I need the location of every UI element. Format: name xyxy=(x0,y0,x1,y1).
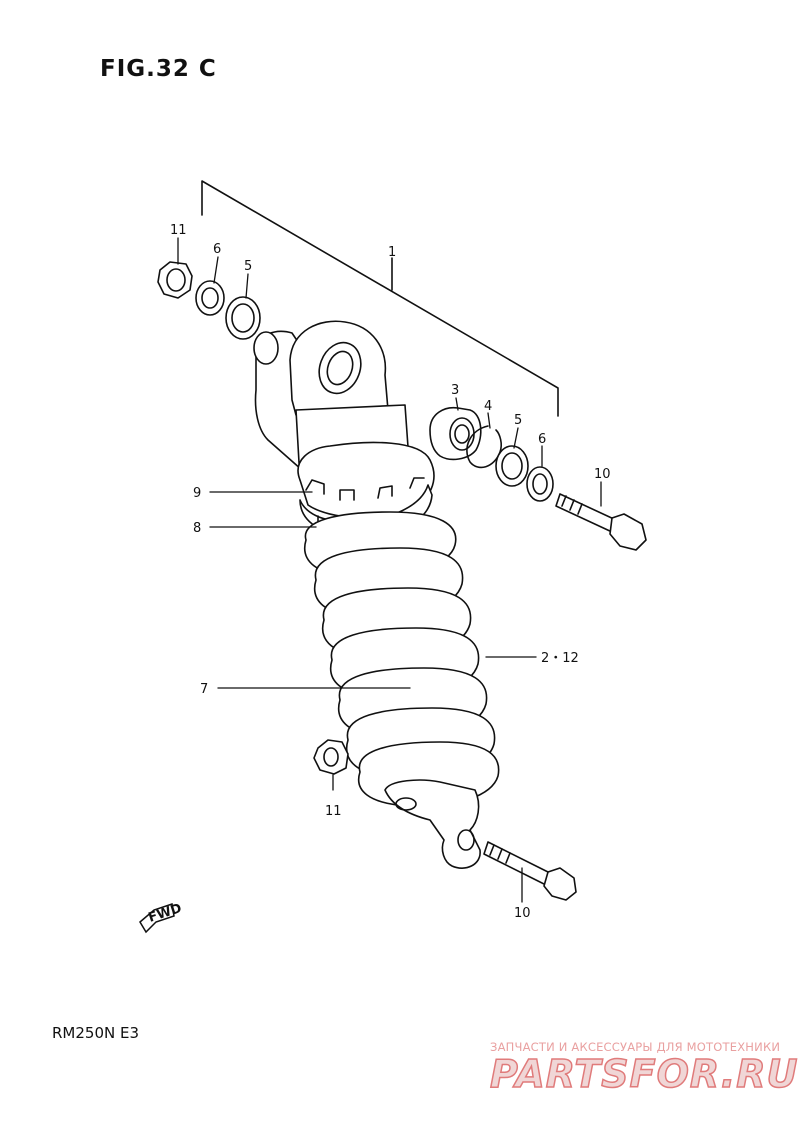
leader-lines xyxy=(177,237,602,903)
callout-9: 9 xyxy=(193,486,201,501)
part-4-circlip xyxy=(466,425,503,469)
fwd-label: FWD xyxy=(147,901,184,926)
callout-6-upper: 6 xyxy=(213,242,221,257)
callout-11-lower: 11 xyxy=(325,804,342,819)
part-11-upper-nut xyxy=(157,261,193,299)
figure-title: FIG.32 C xyxy=(100,56,217,82)
part-6-lower-washer xyxy=(526,466,554,502)
model-code: RM250N E3 xyxy=(52,1024,140,1042)
part-10-lower-bolt xyxy=(483,841,553,887)
watermark-logo: PARTSFOR.RU xyxy=(489,1051,799,1097)
callout-3: 3 xyxy=(451,383,459,398)
upper-eyelet xyxy=(289,320,389,416)
callout-4: 4 xyxy=(484,399,492,414)
part-5-lower-seal xyxy=(495,445,529,487)
callout-8: 8 xyxy=(193,521,201,536)
watermark-tagline: ЗАПЧАСТИ И АКСЕССУАРЫ ДЛЯ МОТОТЕХНИКИ xyxy=(490,1040,781,1054)
part-5-upper-seal xyxy=(225,296,261,340)
part-6-upper-washer xyxy=(195,280,225,316)
callout-11-upper: 11 xyxy=(170,223,187,238)
part-11-lower-nut xyxy=(313,739,349,775)
lower-clevis xyxy=(384,779,481,869)
callout-5-lower: 5 xyxy=(514,413,522,428)
callout-5-upper: 5 xyxy=(244,259,252,274)
fwd-arrow-icon: FWD xyxy=(139,901,184,934)
reservoir-cap xyxy=(253,331,279,365)
callout-1: 1 xyxy=(388,245,396,260)
coil-spring xyxy=(304,511,500,808)
callout-6-lower: 6 xyxy=(538,432,546,447)
callout-2-12: 2・12 xyxy=(541,651,579,666)
assembly-bracket xyxy=(201,180,559,417)
callout-7: 7 xyxy=(200,682,208,697)
eyelet-bushing xyxy=(326,350,354,386)
eyelet-hole xyxy=(318,341,362,395)
callout-10-upper: 10 xyxy=(594,467,611,482)
callout-10-lower: 10 xyxy=(514,906,531,921)
